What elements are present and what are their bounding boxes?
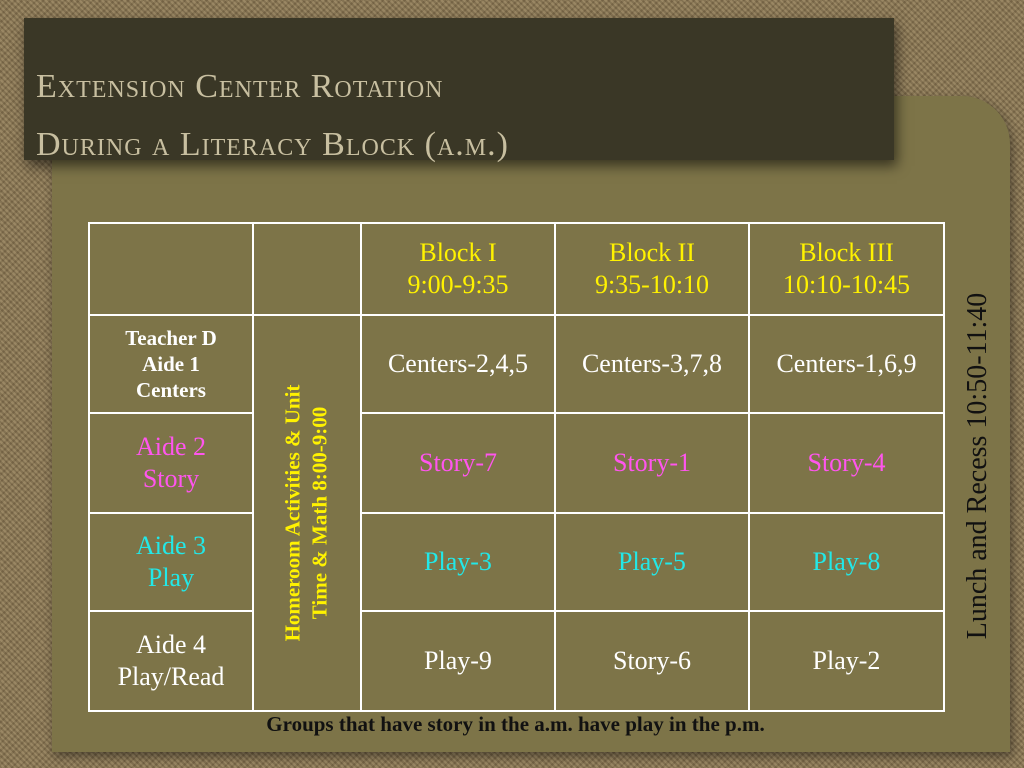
block-time: 10:10-10:45 — [782, 270, 911, 299]
title-box: Extension Center Rotation During a Liter… — [24, 18, 894, 163]
row-label: Aide 2 Story — [88, 412, 254, 514]
empty-header-cell — [252, 222, 362, 316]
table-row: Teacher D Aide 1 Centers Homeroom Activi… — [88, 314, 945, 712]
header-row: Block I 9:00-9:35 Block II 9:35-10:10 Bl… — [88, 222, 945, 316]
homeroom-label: Homeroom Activities & Unit Time & Math 8… — [280, 385, 335, 642]
block-header: Block I 9:00-9:35 — [360, 222, 556, 316]
title-line-1: Extension Center Rotation — [36, 68, 444, 105]
row-label-line: Teacher D — [125, 325, 217, 350]
row-label: Teacher D Aide 1 Centers — [88, 314, 254, 414]
schedule-cell: Centers-3,7,8 — [554, 314, 750, 414]
schedule-cell: Play-3 — [360, 512, 556, 612]
block-time: 9:35-10:10 — [594, 270, 710, 299]
schedule-cell: Story-4 — [748, 412, 945, 514]
schedule-cell: Play-2 — [748, 610, 945, 712]
block-time: 9:00-9:35 — [407, 270, 509, 299]
row-label-line: Aide 4 — [135, 629, 207, 659]
schedule-cell: Story-7 — [360, 412, 556, 514]
row-label-line: Aide 1 — [142, 351, 200, 376]
footer-note: Groups that have story in the a.m. have … — [266, 712, 765, 736]
row-label-line: Story — [142, 464, 200, 493]
schedule-cell: Play-8 — [748, 512, 945, 612]
empty-header-cell — [88, 222, 254, 316]
row-label: Aide 3 Play — [88, 512, 254, 612]
row-label: Aide 4 Play/Read — [88, 610, 254, 712]
row-label-line: Aide 3 — [135, 530, 207, 560]
table-row: Aide 4 Play/Read Play-9 Story-6 Play-2 — [88, 610, 945, 712]
table-row: Aide 3 Play Play-3 Play-5 Play-8 — [88, 512, 945, 612]
schedule-cell: Story-6 — [554, 610, 750, 712]
row-label-line: Aide 2 — [135, 431, 207, 461]
schedule-cell: Centers-2,4,5 — [360, 314, 556, 414]
rotation-table: Block I 9:00-9:35 Block II 9:35-10:10 Bl… — [88, 222, 945, 712]
block-header: Block III 10:10-10:45 — [748, 222, 945, 316]
block-header: Block II 9:35-10:10 — [554, 222, 750, 316]
table-row: Aide 2 Story Story-7 Story-1 Story-4 — [88, 412, 945, 514]
title-line-2: During a Literacy Block (a.m.) — [36, 126, 509, 163]
schedule-cell: Play-9 — [360, 610, 556, 712]
block-name: Block II — [609, 237, 695, 267]
schedule-cell: Play-5 — [554, 512, 750, 612]
homeroom-line: Homeroom Activities & Unit — [280, 384, 305, 642]
lunch-recess-label: Lunch and Recess 10:50-11:40 — [962, 292, 993, 640]
block-name: Block I — [419, 237, 497, 267]
homeroom-cell: Homeroom Activities & Unit Time & Math 8… — [252, 314, 362, 712]
row-label-line: Play/Read — [117, 662, 225, 691]
schedule-cell: Story-1 — [554, 412, 750, 514]
schedule-cell: Centers-1,6,9 — [748, 314, 945, 414]
homeroom-line: Time & Math 8:00-9:00 — [308, 406, 332, 620]
row-label-line: Play — [147, 563, 195, 592]
row-label-line: Centers — [136, 378, 206, 403]
block-name: Block III — [799, 237, 894, 267]
